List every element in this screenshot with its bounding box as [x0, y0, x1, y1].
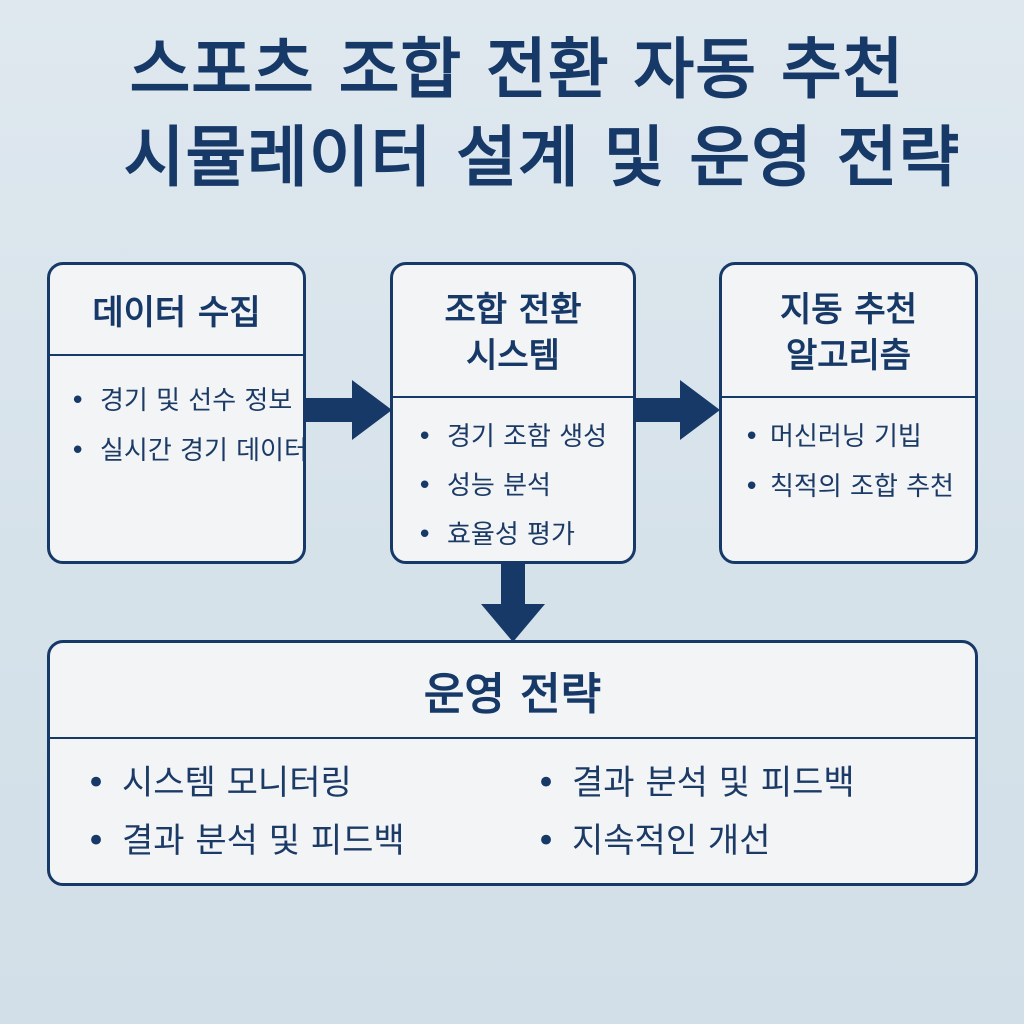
- list-item: 성능 분석: [417, 471, 633, 520]
- list-item: 결과 분석 및 피드백: [536, 761, 855, 819]
- list-item: 효율성 평가: [417, 520, 633, 569]
- title-line-2: 시뮬레이터 설계 및 운영 전략: [123, 119, 961, 196]
- combo-system-box: 조합 전환 시스템 경기 조함 생성 성능 분석 효율성 평가: [390, 262, 636, 564]
- data-collection-heading: 데이터 수집: [50, 265, 303, 356]
- operations-heading: 운영 전략: [50, 643, 975, 739]
- list-item: 경기 조함 생성: [417, 422, 633, 471]
- operations-right-list: 결과 분석 및 피드백 지속적인 개선: [536, 761, 855, 877]
- operations-columns: 시스템 모니터링 결과 분석 및 피드백 결과 분석 및 피드백 지속적인 개선: [50, 739, 975, 877]
- data-collection-box: 데이터 수집 경기 및 선수 정보 실시간 경기 데이터: [47, 262, 306, 564]
- arrow-down-icon: [481, 562, 545, 642]
- list-item: 머신러닝 기빕: [744, 422, 975, 472]
- algorithm-heading: 지동 추천 알고리츰: [722, 265, 975, 398]
- list-item: 실시간 경기 데이터: [70, 436, 303, 486]
- operations-box: 운영 전략 시스템 모니터링 결과 분석 및 피드백 결과 분석 및 피드백 지…: [47, 640, 978, 886]
- algorithm-box: 지동 추천 알고리츰 머신러닝 기빕 칙적의 조합 추천: [719, 262, 978, 564]
- operations-left-list: 시스템 모니터링 결과 분석 및 피드백: [86, 761, 536, 877]
- arrow-right-icon: [634, 380, 720, 440]
- algorithm-heading-line-1: 지동 추천: [780, 289, 917, 330]
- title-line-1: 스포츠 조합 전환 자동 추천: [129, 31, 905, 108]
- algorithm-heading-line-2: 알고리츰: [785, 335, 912, 376]
- combo-system-heading: 조합 전환 시스템: [393, 265, 633, 398]
- combo-system-heading-line-1: 조합 전환: [444, 289, 582, 330]
- data-collection-list: 경기 및 선수 정보 실시간 경기 데이터: [50, 356, 303, 486]
- arrow-right-icon: [304, 380, 392, 440]
- list-item: 경기 및 선수 정보: [70, 386, 303, 436]
- diagram-title: 스포츠 조합 전환 자동 추천 시뮬레이터 설계 및 운영 전략: [0, 26, 1024, 202]
- algorithm-list: 머신러닝 기빕 칙적의 조합 추천: [722, 398, 975, 522]
- list-item: 칙적의 조합 추천: [744, 472, 975, 522]
- combo-system-list: 경기 조함 생성 성능 분석 효율성 평가: [393, 398, 633, 569]
- list-item: 결과 분석 및 피드백: [86, 819, 536, 877]
- list-item: 지속적인 개선: [536, 819, 855, 877]
- list-item: 시스템 모니터링: [86, 761, 536, 819]
- combo-system-heading-line-2: 시스템: [466, 335, 560, 376]
